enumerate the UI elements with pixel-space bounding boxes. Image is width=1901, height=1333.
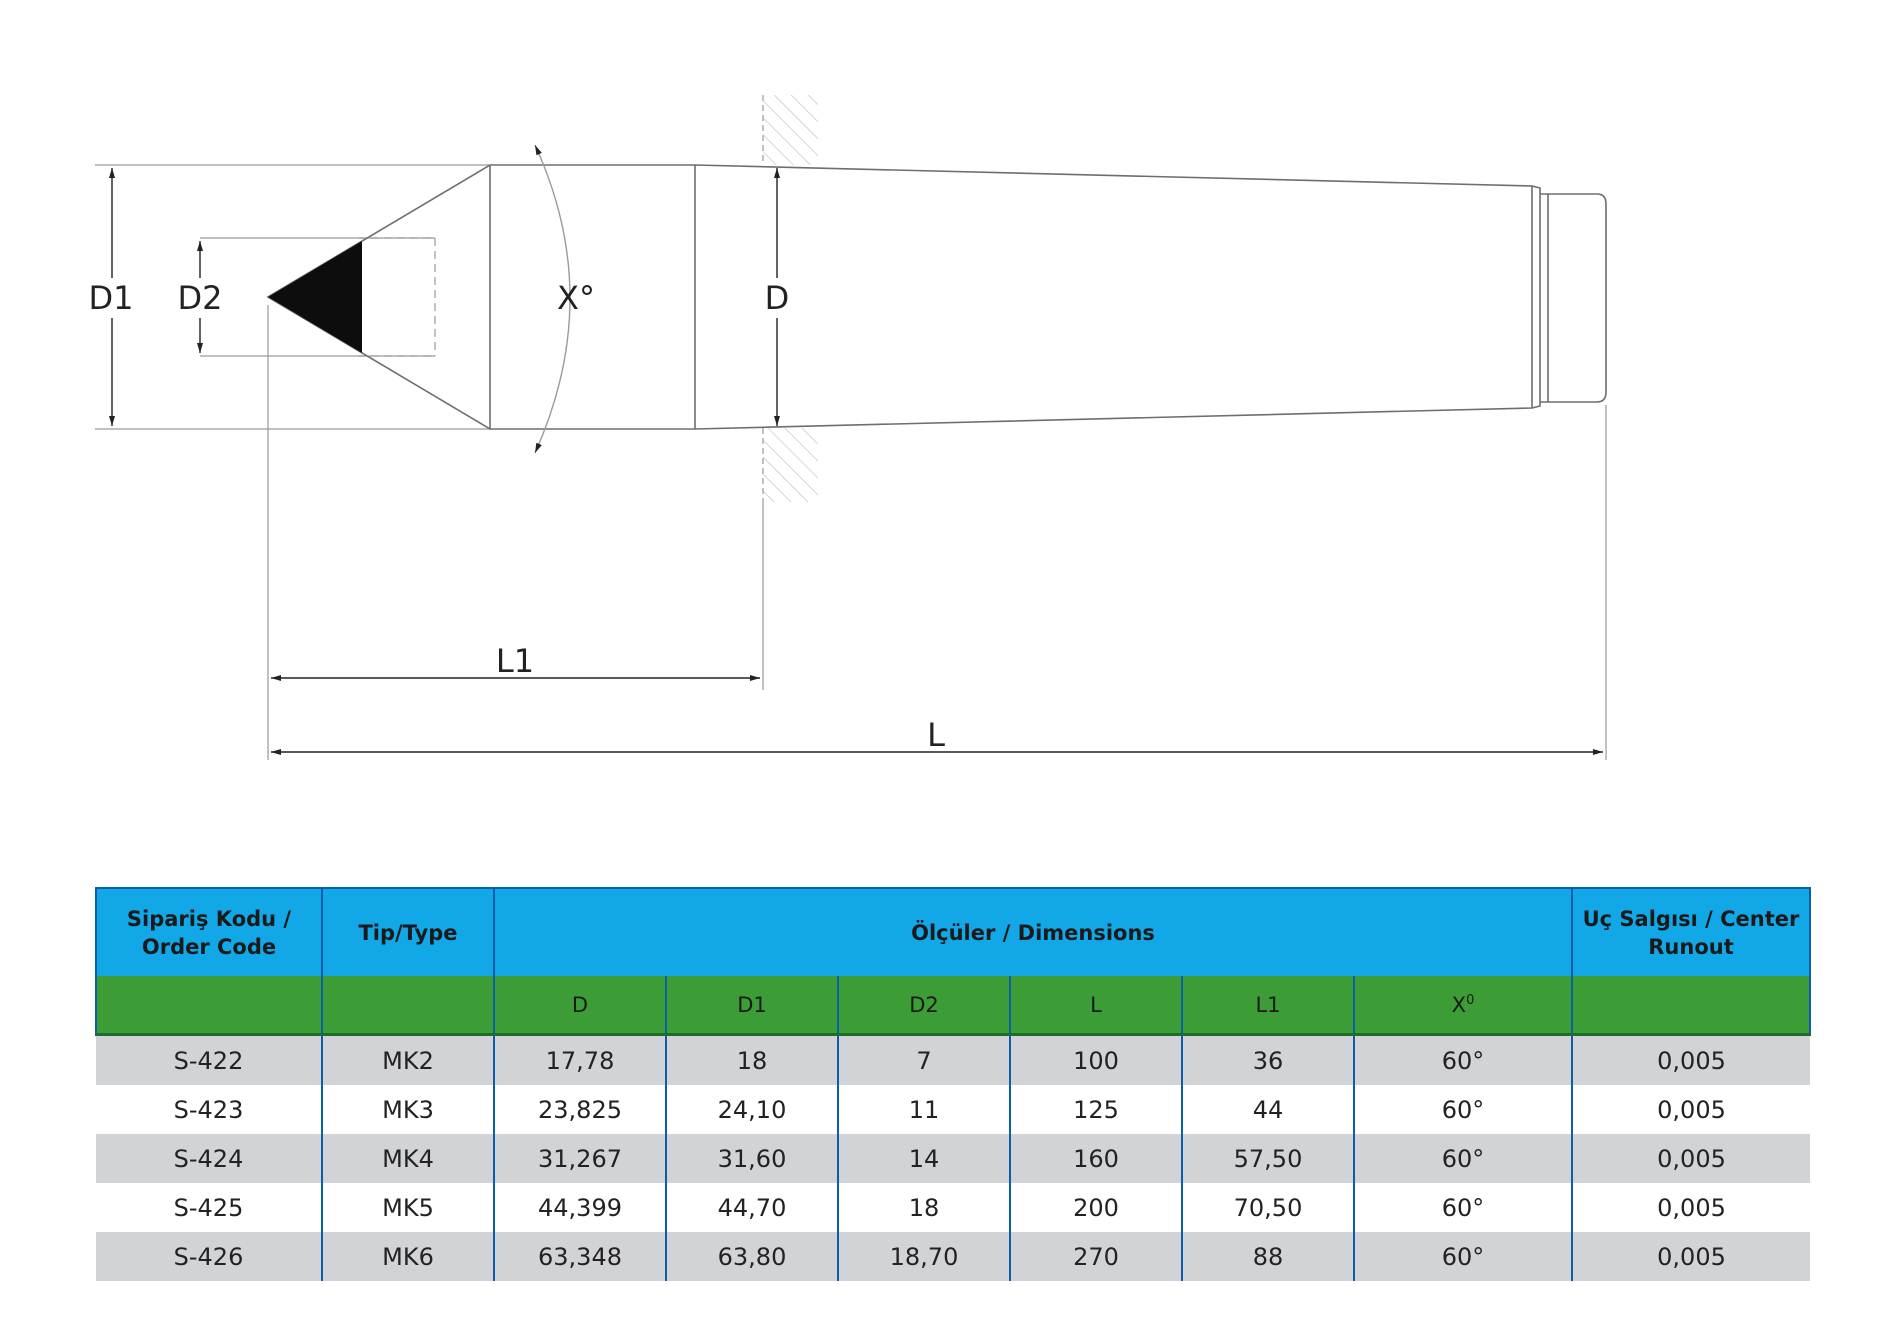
cell-l: 160 — [1010, 1134, 1183, 1183]
table-row: S-422 MK2 17,78 18 7 100 36 60° 0,005 — [96, 1034, 1811, 1085]
cell-runout: 0,005 — [1572, 1085, 1811, 1134]
cell-code: S-422 — [96, 1034, 323, 1085]
subheader-empty-3 — [1572, 976, 1812, 1036]
subheader-d: D — [494, 976, 667, 1036]
label-l1: L1 — [496, 642, 534, 680]
cell-l: 125 — [1010, 1085, 1183, 1134]
cell-x: 60° — [1354, 1134, 1574, 1183]
cell-x: 60° — [1354, 1232, 1574, 1281]
table-row: S-426 MK6 63,348 63,80 18,70 270 88 60° … — [96, 1232, 1811, 1281]
subheader-d1: D1 — [666, 976, 839, 1036]
cell-d1: 18 — [666, 1034, 839, 1085]
label-angle: X° — [557, 279, 595, 317]
table-subheader-row: D D1 D2 L L1 X0 — [95, 976, 1812, 1036]
cell-l: 200 — [1010, 1183, 1183, 1232]
cell-l1: 70,50 — [1182, 1183, 1355, 1232]
cell-l: 100 — [1010, 1034, 1183, 1085]
cell-code: S-426 — [96, 1232, 323, 1281]
cell-d: 17,78 — [494, 1034, 667, 1085]
cell-type: MK4 — [322, 1134, 495, 1183]
subheader-x: X0 — [1354, 976, 1574, 1036]
subheader-l1: L1 — [1182, 976, 1355, 1036]
subheader-empty-2 — [322, 976, 495, 1036]
table-header-row: Sipariş Kodu / Order Code Tip/Type Ölçül… — [95, 887, 1812, 976]
cell-code: S-424 — [96, 1134, 323, 1183]
cell-type: MK5 — [322, 1183, 495, 1232]
table-row: S-423 MK3 23,825 24,10 11 125 44 60° 0,0… — [96, 1085, 1811, 1134]
cell-l1: 36 — [1182, 1034, 1355, 1085]
header-type: Tip/Type — [322, 887, 495, 976]
extension-lines — [95, 164, 1607, 760]
cell-code: S-423 — [96, 1085, 323, 1134]
live-center-outline — [266, 164, 1607, 430]
dimensions-table: Sipariş Kodu / Order Code Tip/Type Ölçül… — [95, 887, 1812, 1281]
dimension-lines — [109, 168, 1603, 755]
cell-d1: 44,70 — [666, 1183, 839, 1232]
cell-runout: 0,005 — [1572, 1034, 1811, 1085]
table-row: S-425 MK5 44,399 44,70 18 200 70,50 60° … — [96, 1183, 1811, 1232]
carbide-tip — [268, 241, 362, 353]
cell-l1: 88 — [1182, 1232, 1355, 1281]
cell-d2: 18,70 — [838, 1232, 1011, 1281]
header-order-code: Sipariş Kodu / Order Code — [95, 887, 323, 976]
cell-type: MK6 — [322, 1232, 495, 1281]
machine-face-hatch — [762, 95, 818, 502]
cell-l: 270 — [1010, 1232, 1183, 1281]
cell-d1: 24,10 — [666, 1085, 839, 1134]
cell-runout: 0,005 — [1572, 1183, 1811, 1232]
label-d2: D2 — [178, 279, 223, 317]
cell-d: 44,399 — [494, 1183, 667, 1232]
cell-x: 60° — [1354, 1183, 1574, 1232]
angle-arc — [534, 144, 571, 454]
cell-d2: 7 — [838, 1034, 1011, 1085]
cell-d2: 18 — [838, 1183, 1011, 1232]
cell-d2: 11 — [838, 1085, 1011, 1134]
label-d1: D1 — [89, 279, 134, 317]
subheader-d2: D2 — [838, 976, 1011, 1036]
cell-x: 60° — [1354, 1085, 1574, 1134]
cell-d1: 31,60 — [666, 1134, 839, 1183]
label-d: D — [765, 279, 790, 317]
subheader-empty-1 — [95, 976, 323, 1036]
cell-code: S-425 — [96, 1183, 323, 1232]
cell-x: 60° — [1354, 1034, 1574, 1085]
cell-l1: 57,50 — [1182, 1134, 1355, 1183]
cell-d2: 14 — [838, 1134, 1011, 1183]
cell-runout: 0,005 — [1572, 1232, 1811, 1281]
cell-d1: 63,80 — [666, 1232, 839, 1281]
header-runout: Uç Salgısı / Center Runout — [1572, 887, 1812, 976]
label-l: L — [927, 716, 945, 754]
subheader-x-sup: 0 — [1466, 992, 1475, 1008]
cell-d: 23,825 — [494, 1085, 667, 1134]
cell-d: 31,267 — [494, 1134, 667, 1183]
table-row: S-424 MK4 31,267 31,60 14 160 57,50 60° … — [96, 1134, 1811, 1183]
cell-type: MK3 — [322, 1085, 495, 1134]
cell-d: 63,348 — [494, 1232, 667, 1281]
cell-type: MK2 — [322, 1034, 495, 1085]
subheader-x-text: X — [1451, 992, 1467, 1017]
cell-runout: 0,005 — [1572, 1134, 1811, 1183]
technical-drawing: D1 D2 X° D L1 L — [89, 95, 1607, 760]
header-dimensions: Ölçüler / Dimensions — [494, 887, 1574, 976]
subheader-l: L — [1010, 976, 1183, 1036]
cell-l1: 44 — [1182, 1085, 1355, 1134]
